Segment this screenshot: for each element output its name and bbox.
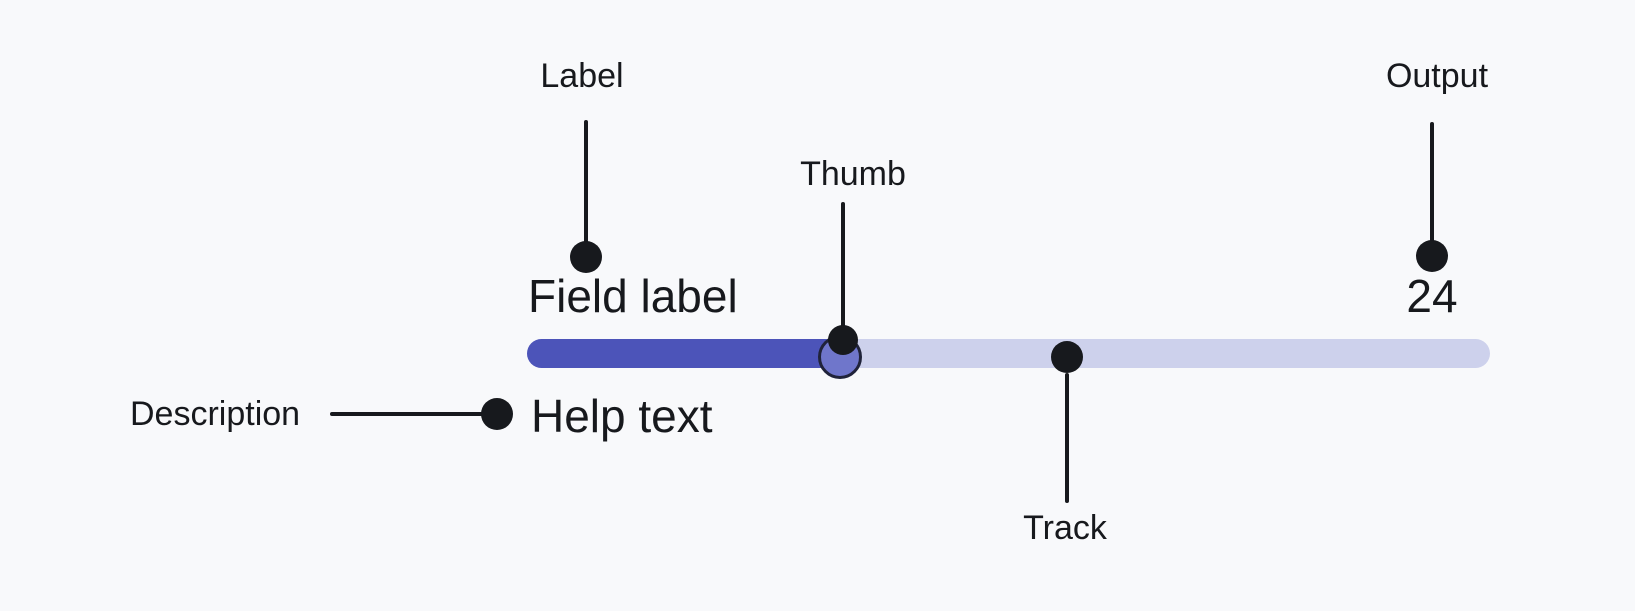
annotation-output-text: Output (1385, 57, 1489, 95)
annotation-label-text: Label (540, 57, 624, 95)
annotation-thumb-text: Thumb (800, 155, 906, 193)
output-value: 24 (1406, 270, 1458, 322)
annotation-label-line (584, 120, 588, 244)
annotation-track-text: Track (1023, 509, 1107, 547)
annotation-output-dot (1416, 240, 1448, 272)
slider-track[interactable] (527, 339, 1490, 368)
annotation-thumb-dot (828, 325, 858, 355)
help-text: Help text (531, 390, 713, 442)
annotation-label-dot (570, 241, 602, 273)
annotation-thumb-line (841, 202, 845, 328)
annotation-description-dot (481, 398, 513, 430)
field-label: Field label (528, 270, 738, 322)
annotation-track-dot (1051, 341, 1083, 373)
annotation-track-line (1065, 373, 1069, 503)
annotation-description-text: Description (130, 395, 301, 433)
slider-track-fill (527, 339, 840, 368)
annotation-output-line (1430, 122, 1434, 244)
annotation-description-line (330, 412, 490, 416)
